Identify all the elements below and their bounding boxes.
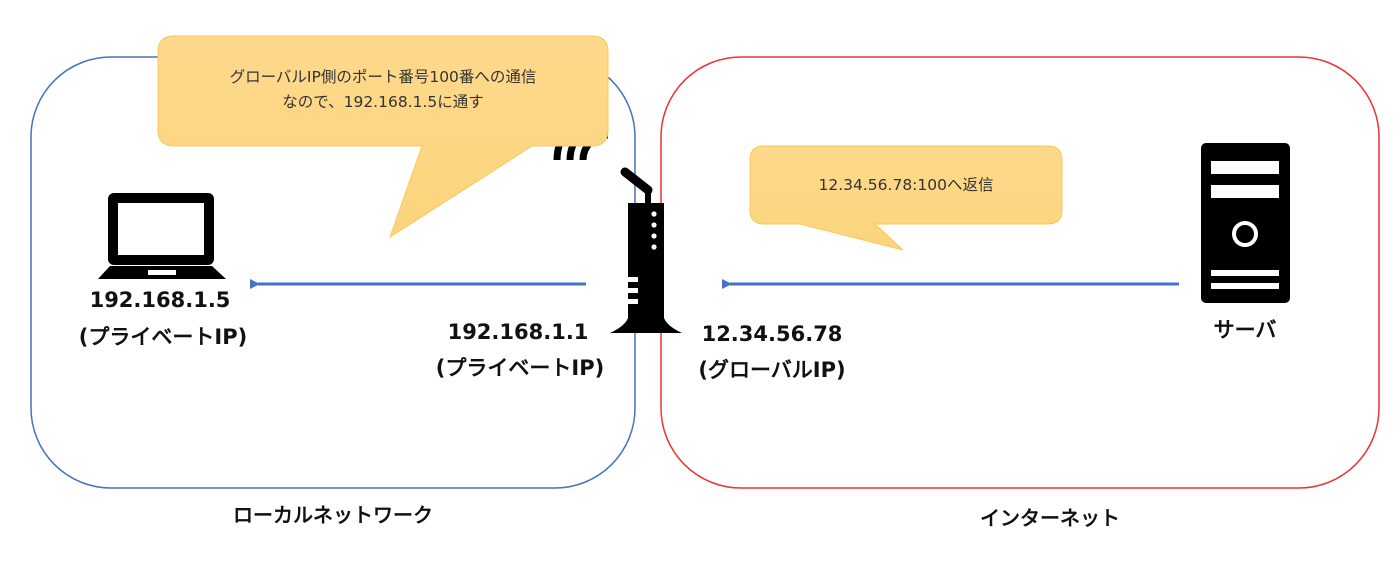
router-global-ip-type: (グローバルIP) xyxy=(698,358,846,382)
router-callout-bubble xyxy=(157,35,609,239)
router-callout-line-1: グローバルIP側のポート番号100番への通信 xyxy=(229,68,537,86)
router-private-ip: 192.168.1.1 xyxy=(447,320,589,344)
server-callout-bubble xyxy=(749,145,1063,251)
server-callout-text: 12.34.56.78:100へ返信 xyxy=(818,176,994,194)
laptop-ip: 192.168.1.5 xyxy=(89,288,231,312)
server-label: サーバ xyxy=(1213,318,1277,342)
laptop-ip-type: (プライベートIP) xyxy=(78,325,248,349)
router-callout-line-2: なので、192.168.1.5に通す xyxy=(282,93,484,111)
local-network-label: ローカルネットワーク xyxy=(233,503,433,527)
router-private-ip-type: (プライベートIP) xyxy=(435,356,605,380)
laptop-icon xyxy=(98,193,226,279)
server-icon xyxy=(1201,143,1290,303)
router-global-ip: 12.34.56.78 xyxy=(701,322,843,346)
internet-label: インターネット xyxy=(980,506,1120,530)
